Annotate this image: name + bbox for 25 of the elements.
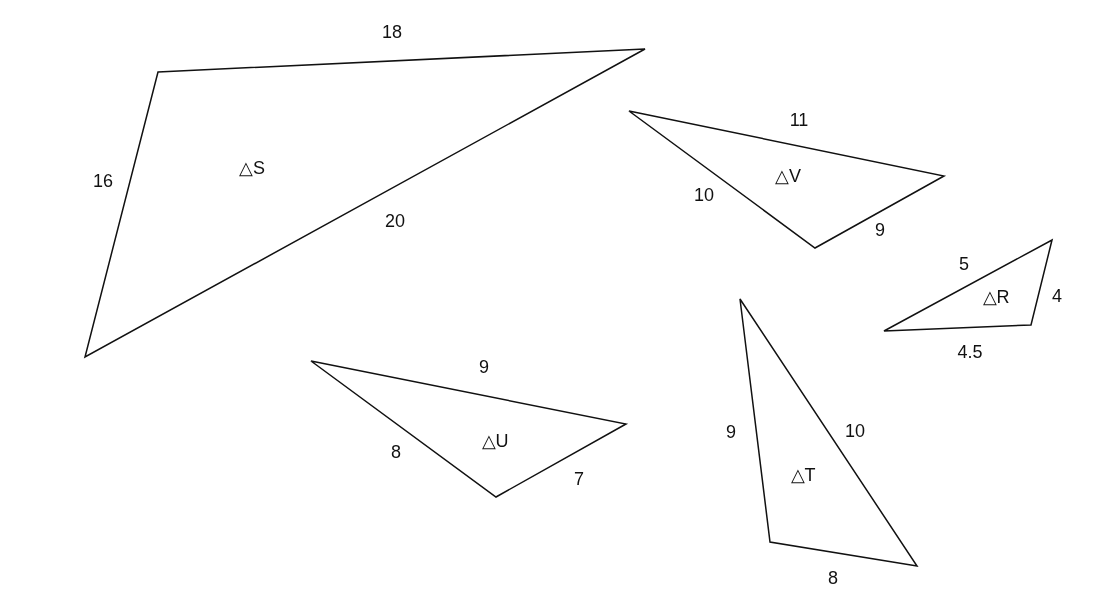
side-length-label: 7: [574, 468, 584, 490]
triangle: [85, 49, 645, 357]
triangle: [629, 111, 944, 248]
side-length-label: 9: [875, 219, 885, 241]
triangle-name: △S: [239, 157, 265, 179]
side-length-label: 9: [726, 421, 736, 443]
side-length-label: 16: [93, 170, 113, 192]
triangle-name: △V: [775, 165, 801, 187]
triangle: [740, 299, 917, 566]
triangle: [884, 240, 1052, 331]
side-length-label: 11: [789, 109, 809, 131]
side-length-label: 8: [391, 441, 401, 463]
triangle-name: △U: [481, 430, 509, 452]
side-length-label: 4.5: [957, 341, 983, 363]
side-length-label: 10: [694, 184, 714, 206]
side-length-label: 5: [959, 253, 969, 275]
side-length-label: 10: [845, 420, 865, 442]
triangle-name: △T: [790, 464, 816, 486]
side-length-label: 20: [385, 210, 405, 232]
side-length-label: 4: [1052, 285, 1062, 307]
side-length-label: 8: [828, 567, 838, 589]
triangle: [311, 361, 626, 497]
triangle-name: △R: [982, 286, 1010, 308]
side-length-label: 18: [382, 21, 402, 43]
side-length-label: 9: [479, 356, 489, 378]
